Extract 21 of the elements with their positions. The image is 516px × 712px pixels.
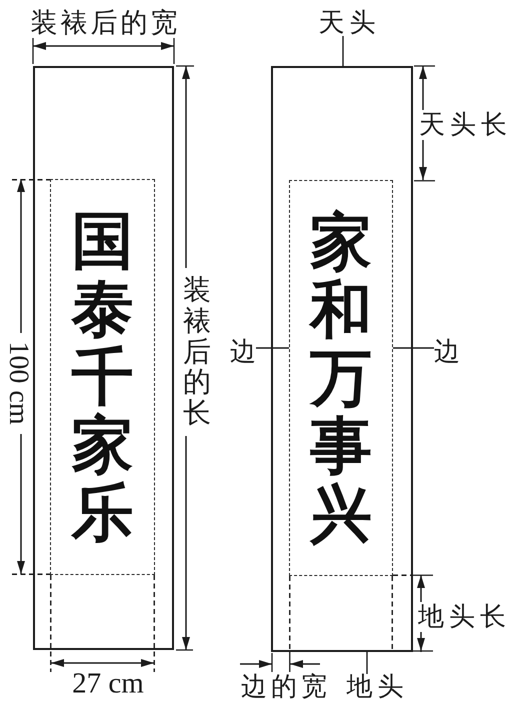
annotation-text: 地头 bbox=[342, 674, 408, 700]
dashed-frame bbox=[289, 180, 393, 576]
dimension-label: 27 cm bbox=[72, 670, 144, 698]
annotation-text: 天头 bbox=[314, 10, 380, 36]
leader-line bbox=[393, 347, 434, 349]
annotation-text: 边 bbox=[230, 339, 256, 365]
scroll-frame bbox=[271, 66, 413, 652]
annotation-text: 边 bbox=[434, 339, 460, 365]
dimension-label: 100 cm bbox=[4, 341, 32, 425]
dimension-label: 装裱后的长 bbox=[183, 275, 211, 429]
dimension-label: 装裱后的宽 bbox=[30, 10, 180, 36]
dashed-frame bbox=[50, 179, 155, 575]
dimension-label: 地头长 bbox=[417, 604, 511, 630]
dimension-label: 边的宽 bbox=[240, 674, 331, 700]
leader-line bbox=[366, 652, 368, 674]
scroll-frame bbox=[33, 66, 174, 650]
leader-line bbox=[256, 347, 289, 349]
calligraphy-text: 国泰千家乐 bbox=[72, 206, 134, 548]
leader-line bbox=[342, 36, 344, 66]
dimension-label: 天头长 bbox=[418, 112, 512, 138]
calligraphy-text: 家和万事兴 bbox=[310, 208, 372, 548]
